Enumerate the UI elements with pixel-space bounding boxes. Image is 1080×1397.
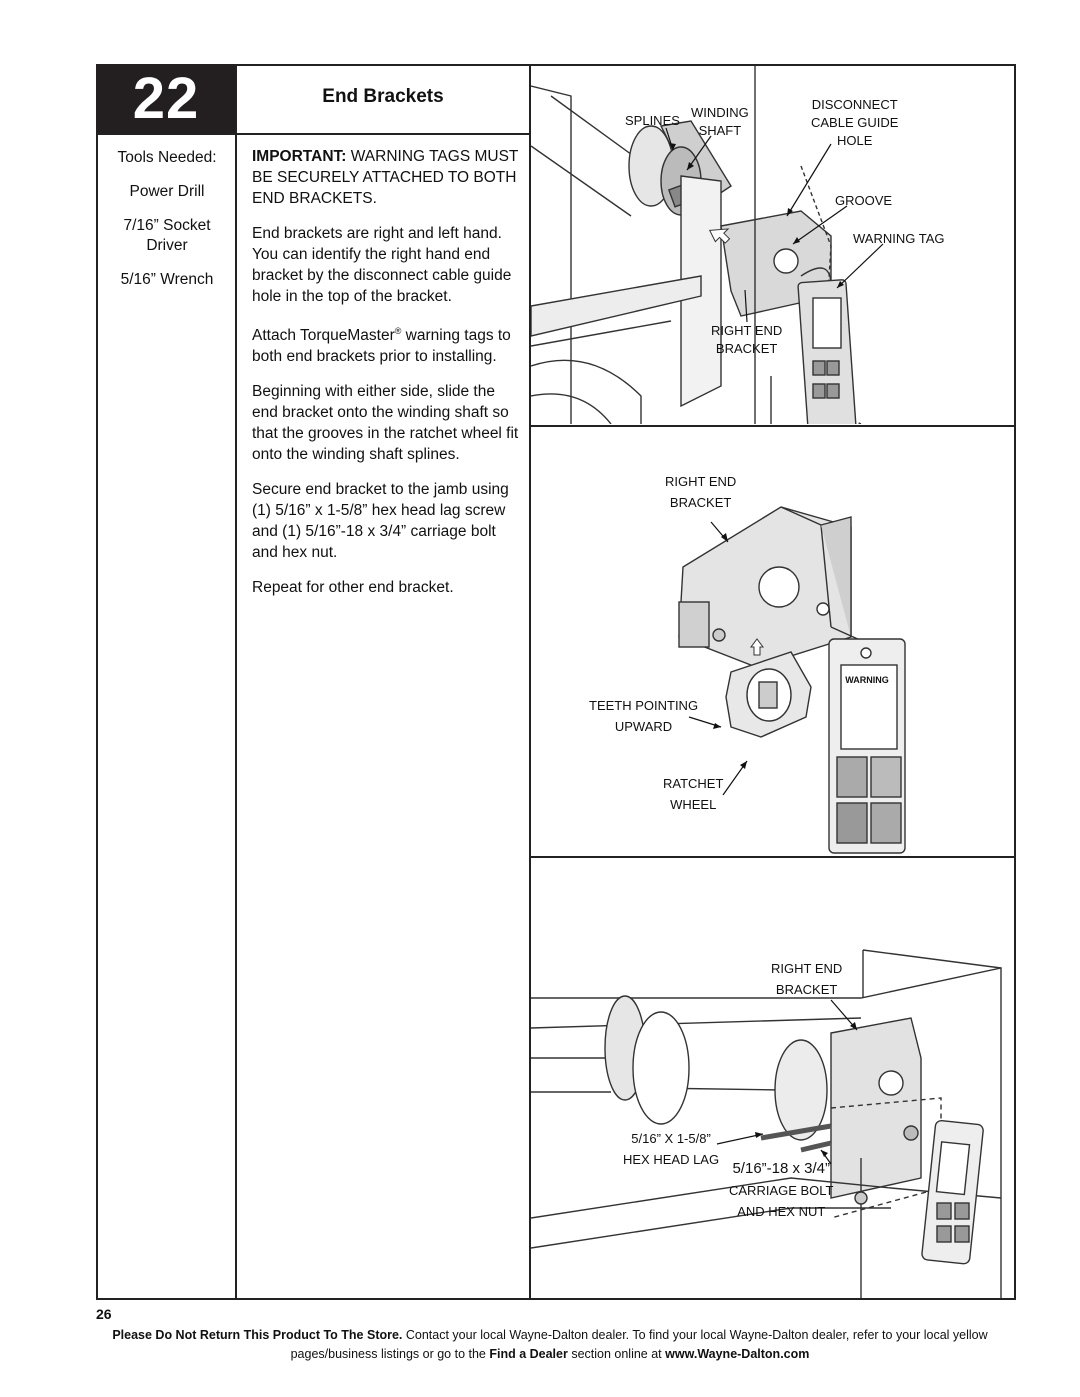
label-disconnect-hole: DISCONNECT CABLE GUIDE HOLE (811, 96, 898, 150)
label-lag-size: 5/16” X 1-5/8” (631, 1131, 711, 1146)
divider-figures (529, 64, 531, 1300)
label-cable-guide-line: CABLE GUIDE (811, 115, 899, 130)
label-bracket-line: BRACKET (775, 982, 838, 997)
label-winding-line: WINDING (691, 105, 749, 120)
tool-item: 5/16” Wrench (120, 271, 214, 288)
label-lag-type: HEX HEAD LAG (623, 1152, 720, 1167)
divider-title (96, 133, 530, 135)
label-ratchet-wheel: RATCHET WHEEL (663, 775, 723, 814)
figure-bracket-install: RIGHT END BRACKET 5/16” X 1-5/8” HEX HEA… (531, 858, 1015, 1298)
important-label: IMPORTANT: (252, 148, 347, 165)
divider-fig1 (529, 425, 1016, 427)
label-teeth-line: TEETH POINTING (589, 698, 699, 713)
label-warning-tag: WARNING TAG (853, 231, 945, 246)
tag-warning-text: WARNING (845, 675, 889, 685)
figure-shaft-bracket: SPLINES WINDING SHAFT DISCONNECT CABLE G… (531, 66, 1015, 424)
tool-item: 7/16” Socket Driver (123, 217, 211, 254)
label-splines: SPLINES (625, 113, 680, 128)
p2-text-a: Attach TorqueMaster (252, 327, 395, 345)
tools-heading: Tools Needed: (117, 149, 217, 166)
label-carriage-bolt: 5/16”-18 x 3/4” CARRIAGE BOLT AND HEX NU… (729, 1160, 834, 1221)
figure1-drawing (531, 66, 884, 424)
label-hole-line: HOLE (837, 133, 873, 148)
label-disconnect-line: DISCONNECT (811, 97, 898, 112)
footer-find-dealer: Find a Dealer (489, 1347, 568, 1361)
figure2-drawing: WARNING (678, 506, 906, 854)
instruction-paragraph: Beginning with either side, slide the en… (252, 383, 519, 464)
figure-ratchet-wheel: WARNING RIGHT END BRACKET TEETH POINTING… (531, 427, 1015, 855)
label-bracket-line: BRACKET (715, 341, 778, 356)
label-right-end-bracket-2: RIGHT END BRACKET (665, 473, 736, 512)
label-wheel-line: WHEEL (670, 797, 717, 812)
step-title: End Brackets (322, 86, 444, 107)
page-frame (96, 64, 1016, 1300)
important-text: WARNING TAGS MUST BE SECURELY ATTACHED T… (252, 148, 519, 207)
registered-mark: ® (394, 326, 402, 336)
footer-notice: Please Do Not Return This Product To The… (80, 1326, 1020, 1364)
p2-text-b: warning tags to both end brackets prior … (252, 327, 511, 366)
label-right-end-line: RIGHT END (711, 323, 783, 338)
label-hex-head-lag: 5/16” X 1-5/8” HEX HEAD LAG (623, 1130, 719, 1169)
tool-item: Power Drill (129, 183, 205, 200)
label-ratchet-line: RATCHET (663, 776, 724, 791)
divider-fig2 (529, 856, 1016, 858)
important-note: IMPORTANT: WARNING TAGS MUST BE SECURELY… (252, 146, 522, 209)
figure3-drawing (531, 949, 1002, 1298)
page-number: 26 (96, 1306, 112, 1322)
label-right-end-line: RIGHT END (665, 474, 737, 489)
divider-tools (235, 64, 237, 1300)
label-right-end-line: RIGHT END (771, 961, 843, 976)
label-upward-line: UPWARD (614, 719, 673, 734)
label-winding-shaft: WINDING SHAFT (691, 104, 749, 140)
footer-url: www.Wayne-Dalton.com (665, 1347, 810, 1361)
label-shaft-line: SHAFT (698, 123, 742, 138)
label-teeth-pointing: TEETH POINTING UPWARD (589, 697, 698, 736)
instruction-paragraph: Repeat for other end bracket. (252, 579, 454, 597)
step-number: 22 (96, 64, 236, 134)
label-hex-nut: AND HEX NUT (737, 1204, 826, 1219)
footer-text-1: Contact your local Wayne-Dalton dealer. … (290, 1328, 988, 1361)
instruction-paragraph: Secure end bracket to the jamb using (1)… (252, 481, 509, 562)
label-bracket-line: BRACKET (669, 495, 732, 510)
label-groove: GROOVE (835, 193, 893, 208)
instruction-paragraph: End brackets are right and left hand. Yo… (252, 225, 512, 305)
instructions: IMPORTANT: WARNING TAGS MUST BE SECURELY… (252, 146, 522, 612)
label-right-end-bracket: RIGHT END BRACKET (711, 322, 782, 358)
label-bolt-type: CARRIAGE BOLT (729, 1183, 834, 1198)
label-bolt-size: 5/16”-18 x 3/4” (732, 1160, 831, 1177)
footer-text-2: section online at (567, 1347, 666, 1361)
tools-list: Tools Needed: Power Drill 7/16” Socket D… (98, 148, 236, 304)
label-right-end-bracket-3: RIGHT END BRACKET (771, 960, 842, 999)
footer-bold-lead: Please Do Not Return This Product To The… (112, 1328, 403, 1342)
instruction-paragraph: Attach TorqueMaster® warning tags to bot… (252, 321, 522, 367)
